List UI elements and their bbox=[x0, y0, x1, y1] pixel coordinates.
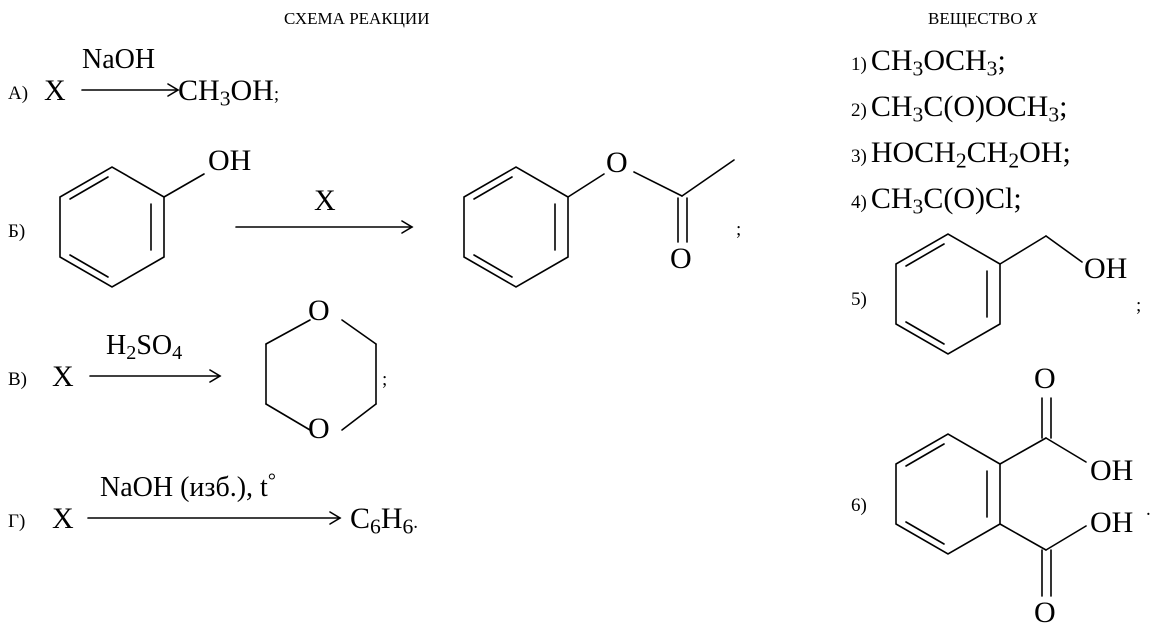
substance-5-oh: OH bbox=[1084, 252, 1128, 285]
reaction-g-label: Г) bbox=[8, 511, 26, 532]
substance-1-num: 1) bbox=[851, 54, 867, 75]
reaction-a-product-main: CH bbox=[178, 74, 220, 107]
substance-2: 2) CH3C(O)OCH3; bbox=[851, 90, 1068, 127]
reaction-g-product-c: C bbox=[350, 502, 371, 535]
reaction-a-punct: ; bbox=[273, 84, 280, 105]
substance-4-formula: CH3C(O)Cl; bbox=[870, 182, 1022, 219]
substance-2-formula: CH3C(O)OCH3; bbox=[870, 90, 1068, 127]
reaction-g-reagent: NaOH (изб.), t° bbox=[100, 471, 276, 503]
substance-6-o-top: O bbox=[1034, 362, 1056, 395]
reaction-a-product: CH3OH; bbox=[178, 74, 280, 110]
phthalic-acid-structure bbox=[895, 397, 1087, 597]
reaction-b-ester-o: O bbox=[606, 146, 628, 179]
substance-3-num: 3) bbox=[851, 146, 867, 167]
substance-6-num: 6) bbox=[851, 495, 867, 516]
substance-5-num: 5) bbox=[851, 289, 867, 310]
substance-6-o-bottom: O bbox=[1034, 596, 1056, 629]
reaction-g-product-c-sub: 6 bbox=[370, 514, 381, 539]
reaction-v-reactant: X bbox=[52, 360, 74, 393]
reaction-g-reagent-main: NaOH (изб.), t bbox=[100, 472, 268, 503]
reaction-g-product-h-sub: 6 bbox=[402, 514, 414, 539]
reaction-b-oh: OH bbox=[208, 144, 252, 177]
reaction-v-punct: ; bbox=[382, 369, 388, 390]
reaction-g-reagent-deg: ° bbox=[267, 469, 276, 492]
substance-2-num: 2) bbox=[851, 100, 867, 121]
dioxane-o-bottom: O bbox=[308, 412, 330, 445]
dioxane-o-top: O bbox=[308, 294, 330, 327]
reaction-v-reagent-so-sub: 4 bbox=[172, 342, 183, 365]
scheme-header: СХЕМА РЕАКЦИИ bbox=[284, 9, 430, 28]
substance-5-punct: ; bbox=[1136, 295, 1142, 316]
substance-header-variable: X bbox=[1026, 9, 1038, 28]
reaction-v-reagent: H2SO4 bbox=[106, 330, 182, 364]
substance-3-formula: HOCH2CH2OH; bbox=[870, 136, 1071, 173]
substance-header: ВЕЩЕСТВО X bbox=[928, 10, 1037, 27]
reaction-a-arrow bbox=[81, 83, 180, 97]
reaction-g-product: C6H6. bbox=[350, 502, 419, 538]
reaction-g-arrow bbox=[87, 511, 342, 525]
reaction-b-punct: ; bbox=[736, 219, 742, 240]
reaction-a-product-tail: OH bbox=[230, 74, 274, 107]
substance-6-oh-bottom: OH bbox=[1090, 506, 1134, 539]
reaction-g-reactant: X bbox=[52, 502, 74, 535]
substance-1: 1) CH3OCH3; bbox=[851, 44, 1006, 81]
substance-6-punct: . bbox=[1146, 499, 1151, 520]
reaction-b-label: Б) bbox=[8, 221, 26, 242]
substance-4: 4) CH3C(O)Cl; bbox=[851, 182, 1022, 219]
reaction-g-product-h: H bbox=[380, 502, 403, 535]
phenyl-acetate-structure bbox=[463, 159, 735, 288]
substance-3: 3) HOCH2CH2OH; bbox=[851, 136, 1071, 173]
reaction-v-reagent-so: SO bbox=[136, 330, 173, 361]
reaction-v-arrow bbox=[89, 369, 222, 383]
reaction-a-label: А) bbox=[8, 83, 29, 104]
phenol-structure bbox=[59, 166, 205, 288]
reaction-v-label: В) bbox=[8, 369, 27, 390]
substance-4-num: 4) bbox=[851, 192, 867, 213]
reaction-a-product-sub: 3 bbox=[219, 86, 231, 111]
reaction-v-reagent-h-sub: 2 bbox=[126, 342, 137, 365]
substance-6-oh-top: OH bbox=[1090, 454, 1134, 487]
reaction-a-reagent: NaOH bbox=[82, 44, 156, 75]
reaction-b-arrow bbox=[235, 220, 414, 234]
dioxane-structure bbox=[265, 319, 377, 431]
reaction-g-punct: . bbox=[413, 512, 419, 533]
substance-1-formula: CH3OCH3; bbox=[870, 44, 1006, 81]
reaction-b-carbonyl-o: O bbox=[670, 242, 692, 275]
reaction-v-reagent-h: H bbox=[106, 330, 127, 361]
substance-header-text: ВЕЩЕСТВО bbox=[928, 9, 1023, 28]
benzyl-alcohol-structure bbox=[895, 233, 1083, 355]
reaction-b-reagent: X bbox=[314, 184, 336, 217]
reaction-a-reactant: X bbox=[44, 74, 66, 107]
